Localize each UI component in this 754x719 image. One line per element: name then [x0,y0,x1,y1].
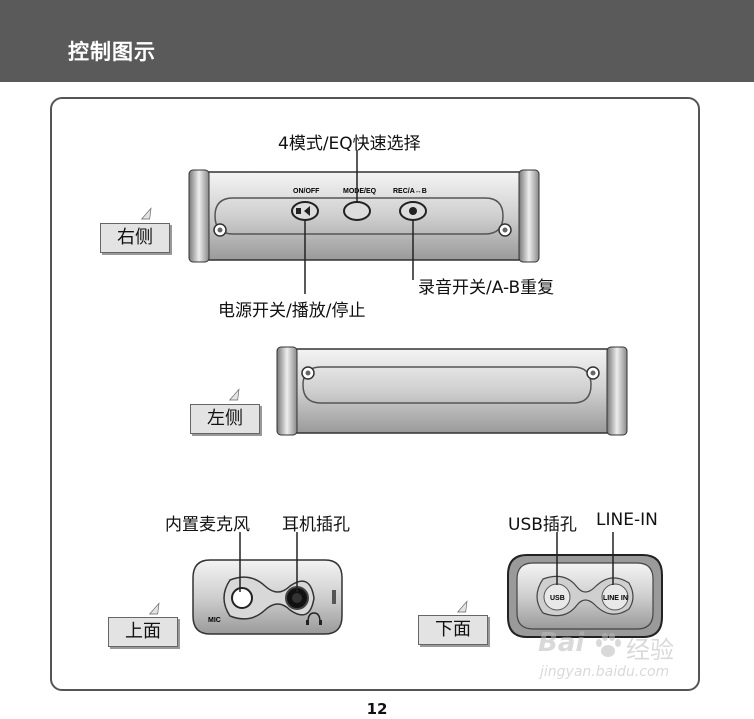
line-in-text: LINE IN [603,595,628,602]
callout-usb-port: USB插孔 [508,515,577,535]
device-bottom-face: USB LINE IN [507,554,663,638]
baidu-watermark: Bai 经验 jingyan.baidu.com [538,628,708,688]
watermark-url: jingyan.baidu.com [540,664,670,680]
callout-mode-eq: 4模式/EQ快速选择 [278,134,421,154]
headphone-icon [307,612,321,623]
tag-bottom-face: 下面 [418,615,488,645]
watermark-brand-right: 经验 [626,636,674,664]
mode-eq-text: MODE/EQ [343,188,377,195]
device-top-face: MIC [192,559,343,635]
page-header: 控制图示 [0,0,754,82]
device-right-side: ON/OFF MODE/EQ REC/A↔B [188,169,540,263]
callout-line-in: LINE-IN [596,510,658,530]
rec-ab-text: REC/A↔B [393,188,427,195]
tag-tail-top [148,602,160,615]
tag-right-side: 右侧 [100,223,170,253]
device-left-side [276,346,628,436]
line-in-port[interactable] [601,583,629,611]
mic-hole [231,587,253,609]
callout-earphone-jack: 耳机插孔 [282,515,350,535]
tag-top-face: 上面 [108,617,178,647]
paw-icon [596,633,621,657]
tag-tail-bottom [456,600,468,613]
tag-tail-right [140,207,152,220]
callout-builtin-mic: 内置麦克风 [165,515,250,535]
page-title: 控制图示 [68,40,156,64]
tag-left-side: 左侧 [190,404,260,434]
tag-tail-left [228,388,240,401]
page-number: 12 [366,700,388,718]
callout-power: 电源开关/播放/停止 [218,301,366,321]
on-off-text: ON/OFF [293,188,320,195]
mic-text: MIC [208,617,221,624]
usb-text: USB [550,595,565,602]
callout-rec-ab: 录音开关/A-B重复 [418,278,555,298]
watermark-brand-left: Bai [538,628,585,658]
